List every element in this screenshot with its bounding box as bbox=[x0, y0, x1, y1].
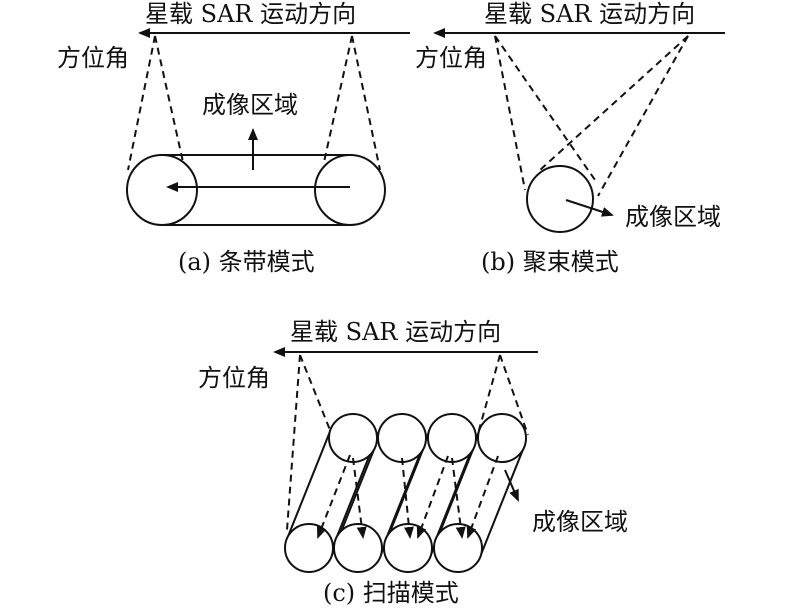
panel-a-beam-line bbox=[127, 35, 156, 171]
panel-b-footprint bbox=[526, 165, 594, 233]
panel-c-scan-path bbox=[451, 457, 466, 539]
panel-a-footprint-start bbox=[126, 154, 198, 226]
panel-c-footprint bbox=[284, 523, 334, 573]
panel-c-scan: 星载 SAR 运动方向 方位角 bbox=[198, 318, 628, 607]
panel-a-footprint-end bbox=[314, 154, 386, 226]
panel-c-azimuth-label: 方位角 bbox=[198, 364, 270, 392]
panel-b-imaging-arrow bbox=[565, 199, 614, 217]
panel-c-scan-path bbox=[352, 457, 367, 539]
panel-b-imaging-label: 成像区域 bbox=[625, 203, 721, 231]
panel-c-scan-path bbox=[316, 454, 351, 539]
panel-c-imaging-arrow bbox=[504, 469, 519, 502]
panel-c-motion-label: 星载 SAR 运动方向 bbox=[290, 318, 501, 346]
panel-b-beam-line bbox=[494, 35, 526, 191]
panel-b-beam-line bbox=[597, 35, 689, 197]
panel-b-motion-label: 星载 SAR 运动方向 bbox=[484, 0, 695, 28]
panel-c-beam-line bbox=[299, 354, 331, 431]
panel-c-beam-line bbox=[478, 354, 501, 431]
panel-b-beam-line bbox=[539, 35, 689, 171]
panel-c-beam-line bbox=[286, 354, 301, 531]
panel-a-beam-line bbox=[351, 35, 381, 171]
panel-c-footprint bbox=[333, 523, 383, 573]
panel-a-stripmap: 星载 SAR 运动方向 方位角 成像区域 (a) 条带模式 bbox=[57, 0, 410, 276]
panel-c-scan-path bbox=[466, 455, 499, 539]
panel-c-scan-path bbox=[416, 455, 449, 539]
panel-b-spotlight: 星载 SAR 运动方向 方位角 成像区域 (b) 聚束模式 bbox=[415, 0, 725, 276]
panel-c-footprint bbox=[383, 523, 433, 573]
panel-c-scan-path bbox=[401, 457, 414, 539]
panel-c-footprint bbox=[427, 413, 477, 463]
panel-c-rail bbox=[479, 446, 525, 558]
panel-a-imaging-label: 成像区域 bbox=[202, 91, 298, 119]
panel-a-motion-label: 星载 SAR 运动方向 bbox=[145, 0, 356, 28]
panel-c-caption: (c) 扫描模式 bbox=[323, 579, 459, 607]
panel-c-footprint bbox=[328, 413, 378, 463]
panel-c-imaging-label: 成像区域 bbox=[532, 508, 628, 536]
panel-a-beam-line bbox=[154, 35, 184, 163]
panel-b-caption: (b) 聚束模式 bbox=[481, 248, 619, 276]
panel-c-beam-line bbox=[499, 354, 529, 436]
panel-a-azimuth-label: 方位角 bbox=[57, 44, 129, 72]
panel-a-beam-line bbox=[323, 35, 353, 163]
panel-b-azimuth-label: 方位角 bbox=[415, 44, 487, 72]
panel-c-footprint bbox=[377, 413, 427, 463]
panel-a-caption: (a) 条带模式 bbox=[178, 248, 315, 276]
panel-c-footprint bbox=[477, 413, 527, 463]
panel-b-beam-line bbox=[494, 35, 596, 181]
panel-c-footprint bbox=[433, 523, 483, 573]
panel-c-rail bbox=[286, 428, 332, 540]
